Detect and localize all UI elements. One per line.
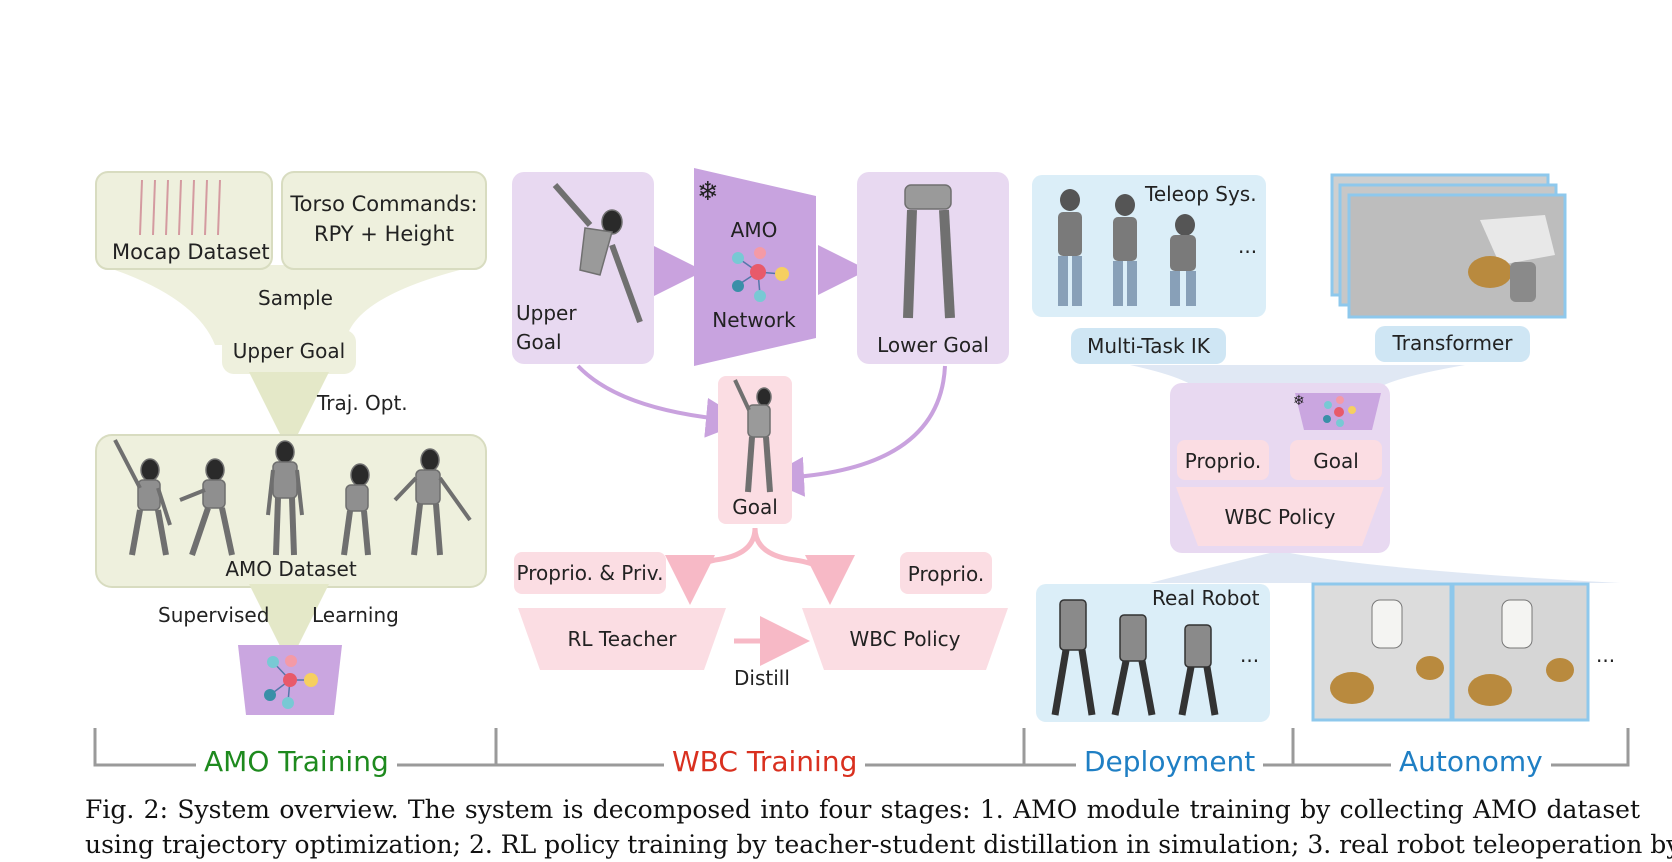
- torso-commands-box: [281, 171, 487, 270]
- mini-network-nodes-icon: [1323, 396, 1356, 427]
- network-label: Network: [712, 308, 796, 332]
- transformer-label: Transformer: [1392, 331, 1513, 355]
- stage-label-amo-training: AMO Training: [196, 745, 397, 778]
- teleop-ellipsis: ...: [1238, 234, 1258, 258]
- lower-goal-robot: [903, 184, 955, 319]
- lower-goal-panel: [857, 172, 1009, 364]
- amo-network-nodes-icon: [732, 247, 789, 302]
- sample-funnel: [100, 265, 480, 345]
- stage-label-autonomy: Autonomy: [1391, 745, 1551, 778]
- supervised-label: Supervised: [158, 603, 270, 627]
- amo-label: AMO: [730, 218, 778, 242]
- torso-commands-label: Torso Commands:: [290, 192, 478, 216]
- autonomy-scene-image: [1330, 599, 1574, 706]
- caption-line-2: using trajectory optimization; 2. RL pol…: [85, 830, 1672, 859]
- mocap-dataset-label: Mocap Dataset: [112, 240, 270, 264]
- network-nodes-icon: [264, 655, 318, 709]
- real-robot-ellipsis: ...: [1240, 643, 1260, 667]
- deploy-proprio-box: [1177, 440, 1269, 480]
- rpy-height-label: RPY + Height: [314, 222, 454, 246]
- goal-split-arrow-right: [752, 527, 855, 605]
- upper-goal-panel-label-1: Upper: [516, 301, 577, 325]
- snowflake-icon: ❄: [697, 177, 719, 207]
- camera-scene-image: [1468, 215, 1555, 302]
- multi-task-ik-label: Multi-Task IK: [1087, 334, 1210, 358]
- deploy-wbc-policy-label: WBC Policy: [1224, 505, 1336, 529]
- upper-goal-box: [222, 330, 356, 374]
- upper-goal-robot: [552, 183, 643, 324]
- stage-label-deployment: Deployment: [1076, 745, 1264, 778]
- teleop-image-box: [1032, 175, 1266, 317]
- lower-goal-label: Lower Goal: [877, 333, 989, 357]
- goal-robot: [733, 379, 773, 493]
- teleop-people: [1058, 189, 1196, 306]
- figure-caption: Fig. 2: System overview. The system is d…: [85, 792, 1672, 862]
- wbc-policy-box-train: [802, 608, 1008, 670]
- deploy-wbc-policy-box: [1176, 487, 1384, 546]
- mocap-dataset-box: [95, 171, 273, 270]
- lower-to-goal-arrow: [764, 365, 947, 497]
- sample-label: Sample: [258, 286, 333, 310]
- transformer-box: [1375, 326, 1530, 362]
- proprio-wbc-label: Proprio.: [907, 562, 985, 586]
- upper-goal-label: Upper Goal: [232, 339, 346, 363]
- traj-opt-label: Traj. Opt.: [317, 391, 408, 415]
- autonomy-ellipsis: ...: [1596, 643, 1616, 667]
- real-robot-figures: [1051, 599, 1219, 716]
- upper-goal-panel-label-2: Goal: [516, 330, 562, 354]
- goal-label: Goal: [732, 495, 778, 519]
- deploy-goal-label: Goal: [1313, 449, 1359, 473]
- rl-teacher-box: [518, 608, 726, 670]
- caption-line-1: Fig. 2: System overview. The system is d…: [85, 795, 1640, 824]
- proprio-box-wbc: [900, 552, 992, 594]
- distill-label: Distill: [734, 666, 790, 690]
- proprio-priv-label: Proprio. & Priv.: [516, 561, 664, 585]
- upper-to-goal-arrow: [576, 364, 746, 438]
- rl-teacher-label: RL Teacher: [567, 627, 677, 651]
- learning-label: Learning: [312, 603, 399, 627]
- multi-task-ik-box: [1071, 328, 1226, 364]
- deploy-goal-box: [1290, 440, 1382, 480]
- amo-dataset-label: AMO Dataset: [225, 557, 357, 581]
- proprio-priv-box: [514, 552, 666, 594]
- mini-snowflake-icon: ❄: [1293, 393, 1305, 409]
- goal-box: [718, 376, 792, 524]
- mocap-figures: [139, 179, 221, 236]
- stage-label-wbc-training: WBC Training: [664, 745, 866, 778]
- deploy-proprio-label: Proprio.: [1184, 449, 1262, 473]
- wbc-policy-train-label: WBC Policy: [849, 627, 961, 651]
- output-funnel: [1150, 553, 1620, 583]
- goal-split-arrow-left: [665, 527, 758, 605]
- amo-dataset-robots: [113, 439, 472, 556]
- real-robot-label: Real Robot: [1152, 586, 1260, 610]
- teleop-sys-label: Teleop Sys.: [1145, 182, 1257, 206]
